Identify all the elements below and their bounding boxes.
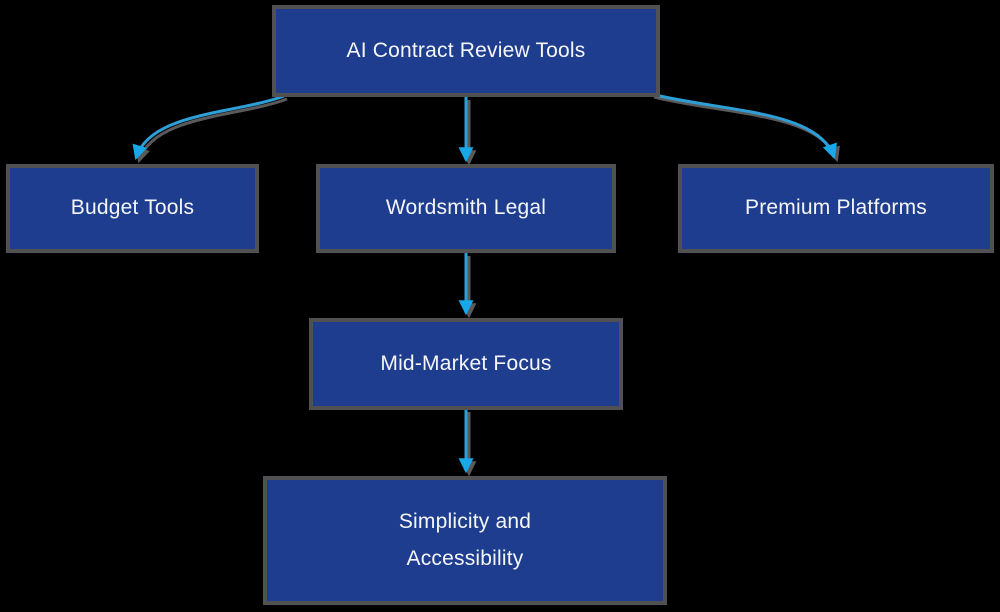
- node-label: Premium Platforms: [745, 196, 927, 220]
- edge-root-budget: [132, 94, 285, 161]
- node-budget-tools: Budget Tools: [6, 164, 259, 253]
- node-ai-contract-review-tools: AI Contract Review Tools: [272, 5, 660, 97]
- node-wordsmith-legal: Wordsmith Legal: [316, 164, 616, 253]
- node-label: AI Contract Review Tools: [346, 38, 586, 62]
- node-label: Simplicity and Accessibility: [398, 509, 532, 570]
- node-label: Mid-Market Focus: [380, 351, 552, 375]
- edge-root-premium: [650, 92, 837, 160]
- node-label: Wordsmith Legal: [385, 196, 547, 220]
- node-label: Budget Tools: [70, 196, 195, 220]
- node-mid-market-focus: Mid-Market Focus: [309, 318, 623, 410]
- node-premium-platforms: Premium Platforms: [678, 164, 994, 253]
- node-simplicity-and-accessibility: Simplicity and Accessibility: [263, 476, 667, 605]
